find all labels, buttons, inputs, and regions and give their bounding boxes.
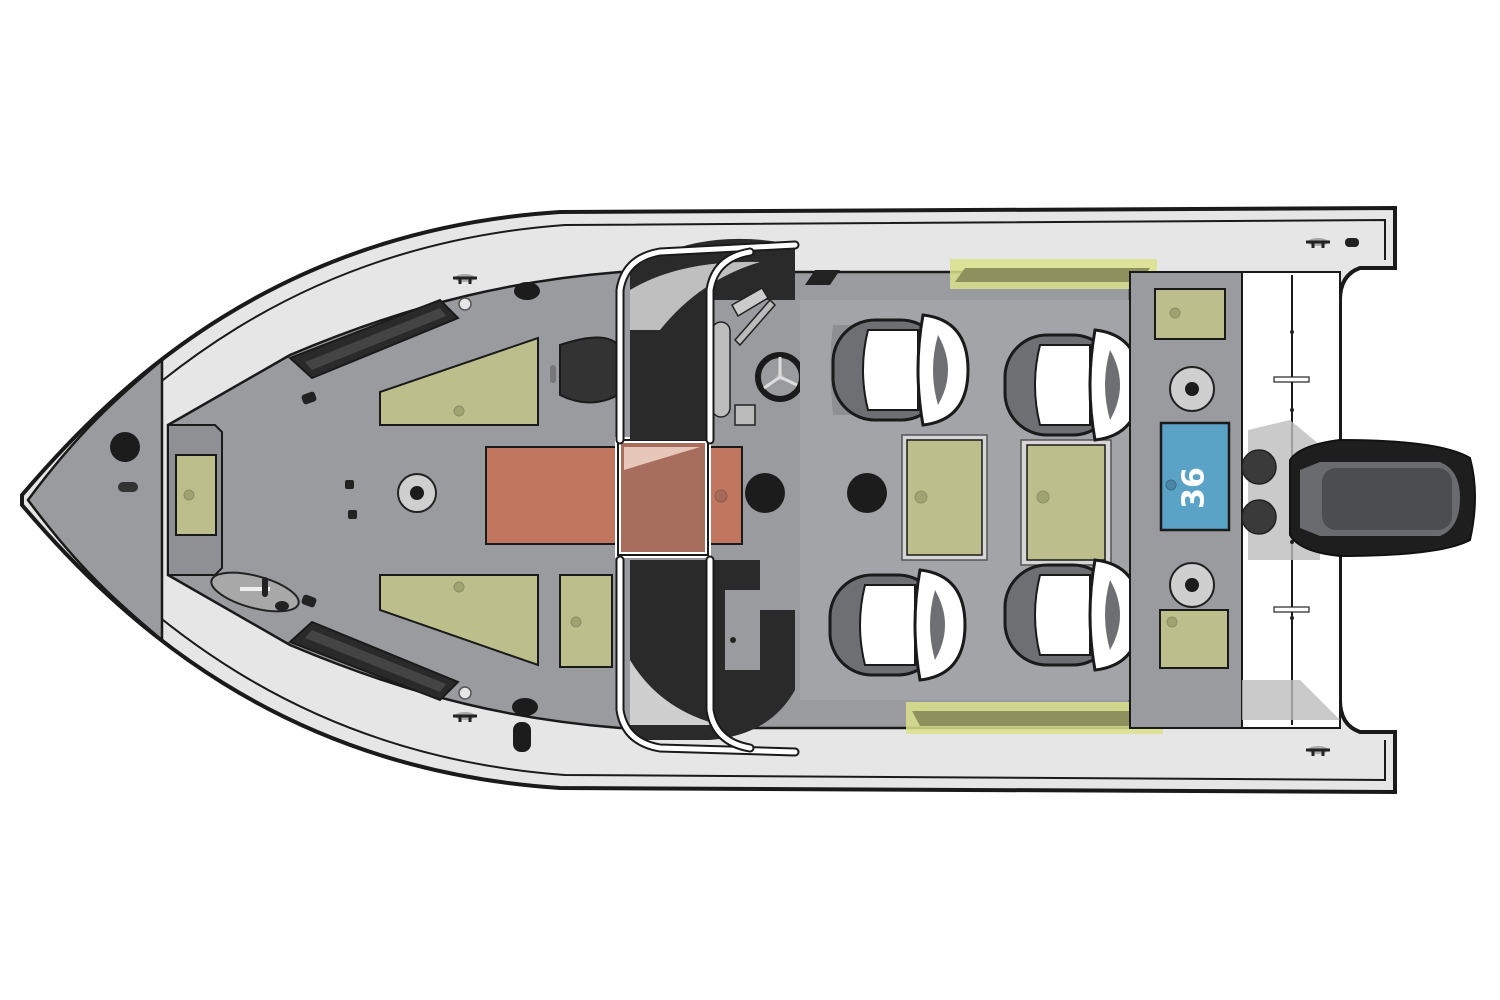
throttle-icon <box>805 270 840 285</box>
bow-livewell[interactable] <box>550 336 619 404</box>
cleat-icon <box>453 712 477 722</box>
compartment-number: 36 <box>1177 467 1212 509</box>
bow-hatch-port[interactable] <box>379 336 539 426</box>
cockpit-hatch-2[interactable] <box>1020 439 1112 566</box>
switch-icon <box>348 510 357 519</box>
bow-hatch-starboard[interactable] <box>379 574 539 667</box>
drain-icon <box>458 297 472 311</box>
helm-console[interactable] <box>711 286 805 426</box>
seat-pedestal-icon <box>1169 366 1215 412</box>
switch-icon <box>301 594 317 608</box>
side-storage-highlight-starboard[interactable] <box>906 702 1163 734</box>
switch-panel-icon <box>734 404 756 426</box>
windshield-frame <box>615 240 800 757</box>
seat-rear-port[interactable] <box>1003 328 1142 442</box>
seat-front-starboard[interactable] <box>828 568 967 682</box>
trolling-motor-mount-icon <box>397 473 437 513</box>
switch-icon <box>301 391 317 405</box>
seat-front-port[interactable] <box>830 313 970 427</box>
fuel-cap-icon <box>1241 499 1277 535</box>
bow-tip <box>26 357 164 643</box>
windshield-port <box>630 238 795 440</box>
switch-icon <box>345 480 354 489</box>
outboard-motor[interactable] <box>1289 438 1476 558</box>
navigation-light-icon <box>118 482 138 492</box>
side-storage-highlight-port[interactable] <box>950 259 1157 289</box>
stern-hatch-port[interactable] <box>1154 288 1226 340</box>
rod-holder-icon <box>513 722 531 752</box>
seat-base-icon <box>745 473 785 513</box>
cleat-icon <box>453 274 477 284</box>
seat-rear-starboard[interactable] <box>1003 558 1142 672</box>
gauge-cluster-icon <box>730 286 770 318</box>
compartment-36[interactable]: 36 <box>1159 421 1231 532</box>
seat-base-icon <box>847 473 887 513</box>
drain-icon <box>458 686 472 700</box>
center-storage-highlight[interactable] <box>485 437 743 558</box>
cockpit-hatch-1[interactable] <box>901 434 988 561</box>
fuel-cap-icon <box>1241 449 1277 485</box>
trolling-motor-control[interactable] <box>207 565 302 619</box>
rod-locker-port[interactable] <box>288 298 460 380</box>
transom-cleat-icon <box>1306 746 1330 756</box>
rod-locker-starboard[interactable] <box>288 620 460 702</box>
gauge-cluster-icon <box>733 298 777 347</box>
stern-bench: 36 <box>1129 271 1243 729</box>
cup-holder-icon <box>512 698 538 716</box>
bow-hatch-side[interactable] <box>559 574 613 668</box>
transom-cleat-icon <box>1306 238 1359 248</box>
cup-holder-icon <box>514 282 540 300</box>
anchor-hole-icon <box>110 432 140 462</box>
seat-pedestal-icon <box>1169 562 1215 608</box>
bow-hatch-front[interactable] <box>175 454 217 536</box>
